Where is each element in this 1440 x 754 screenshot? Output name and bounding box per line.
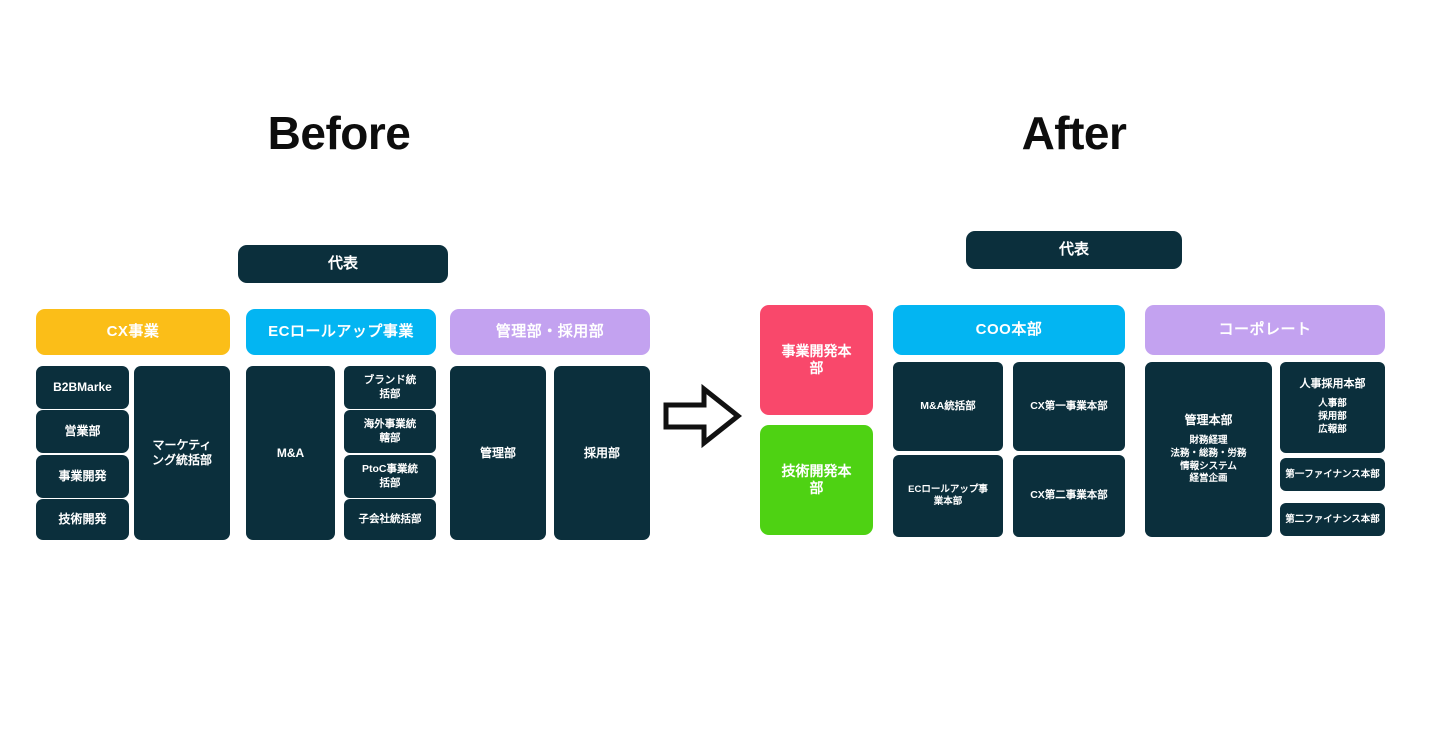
after-corporate-kanri-hq-title: 管理本部 bbox=[1184, 412, 1233, 427]
after-coo-box-cx-first[interactable]: CX第一事業本部 bbox=[1013, 362, 1125, 451]
before-ceo-box[interactable]: 代表 bbox=[238, 245, 448, 283]
after-corporate-hr-hq-items: 人事部 採用部 広報部 bbox=[1318, 398, 1347, 436]
before-division-header-cx[interactable]: CX事業 bbox=[36, 309, 230, 355]
before-ec-leaf-ptoc[interactable]: PtoC事業統括部 bbox=[344, 455, 436, 498]
after-corporate-kanri-item-2: 情報システム bbox=[1180, 460, 1237, 472]
after-coo-box-cx-second[interactable]: CX第二事業本部 bbox=[1013, 455, 1125, 537]
after-corporate-hr-hq-box[interactable]: 人事採用本部 人事部 採用部 広報部 bbox=[1280, 362, 1385, 453]
before-ec-leaf-brand-label: ブランド統括部 bbox=[363, 374, 417, 400]
after-section-title: After bbox=[1021, 107, 1127, 159]
before-division-header-admin[interactable]: 管理部・採用部 bbox=[450, 309, 650, 355]
after-corporate-finance-first-box[interactable]: 第一ファイナンス本部 bbox=[1280, 458, 1385, 491]
before-ec-leaf-overseas-label: 海外事業統轄部 bbox=[363, 418, 417, 444]
after-coo-box-ec-rollup-label: ECロールアップ事業本部 bbox=[908, 484, 988, 507]
before-admin-box-saiyou[interactable]: 採用部 bbox=[554, 366, 650, 540]
before-section-title: Before bbox=[267, 107, 411, 159]
before-ec-leaf-brand[interactable]: ブランド統括部 bbox=[344, 366, 436, 409]
after-standalone-techdev-hq[interactable]: 技術開発本部 bbox=[760, 425, 873, 535]
after-corporate-hr-item-2: 広報部 bbox=[1318, 423, 1347, 435]
after-division-header-coo[interactable]: COO本部 bbox=[893, 305, 1125, 355]
after-corporate-kanri-hq-items: 財務経理 法務・総務・労務 情報システム 経営企画 bbox=[1170, 435, 1246, 486]
after-ceo-box[interactable]: 代表 bbox=[966, 231, 1182, 269]
after-coo-box-ma[interactable]: M&A統括部 bbox=[893, 362, 1003, 451]
before-division-header-ec[interactable]: ECロールアップ事業 bbox=[246, 309, 436, 355]
after-corporate-hr-hq-title: 人事採用本部 bbox=[1299, 378, 1366, 391]
after-corporate-hr-item-1: 採用部 bbox=[1318, 410, 1347, 422]
before-cx-leaf-sales[interactable]: 営業部 bbox=[36, 410, 129, 453]
before-cx-leaf-techdev[interactable]: 技術開発 bbox=[36, 499, 129, 540]
after-corporate-kanri-item-0: 財務経理 bbox=[1189, 434, 1228, 446]
before-cx-leaf-b2bmarke[interactable]: B2BMarke bbox=[36, 366, 129, 409]
after-corporate-finance-second-box[interactable]: 第二ファイナンス本部 bbox=[1280, 503, 1385, 536]
before-cx-leaf-bizdev[interactable]: 事業開発 bbox=[36, 455, 129, 498]
before-admin-box-kanri[interactable]: 管理部 bbox=[450, 366, 546, 540]
after-coo-box-cx-second-label: CX第二事業本部 bbox=[1030, 489, 1108, 502]
before-ec-ma-box[interactable]: M&A bbox=[246, 366, 335, 540]
after-corporate-kanri-hq-box[interactable]: 管理本部 財務経理 法務・総務・労務 情報システム 経営企画 bbox=[1145, 362, 1272, 537]
before-cx-marketing-label: マーケティング統括部 bbox=[152, 438, 213, 467]
before-cx-marketing-box[interactable]: マーケティング統括部 bbox=[134, 366, 230, 540]
after-standalone-techdev-hq-label: 技術開発本部 bbox=[781, 462, 852, 497]
after-division-header-corporate[interactable]: コーポレート bbox=[1145, 305, 1385, 355]
before-ec-leaf-ptoc-label: PtoC事業統括部 bbox=[362, 463, 418, 489]
after-standalone-bizdev-hq-label: 事業開発本部 bbox=[781, 342, 852, 377]
after-coo-box-ec-rollup[interactable]: ECロールアップ事業本部 bbox=[893, 455, 1003, 537]
before-ec-leaf-subsidiary[interactable]: 子会社統括部 bbox=[344, 499, 436, 540]
before-ec-leaf-overseas[interactable]: 海外事業統轄部 bbox=[344, 410, 436, 453]
after-corporate-kanri-item-3: 経営企画 bbox=[1189, 473, 1228, 485]
right-arrow-icon bbox=[663, 383, 743, 449]
after-coo-box-cx-first-label: CX第一事業本部 bbox=[1030, 399, 1108, 412]
after-corporate-hr-item-0: 人事部 bbox=[1318, 398, 1347, 410]
after-corporate-kanri-item-1: 法務・総務・労務 bbox=[1170, 447, 1247, 459]
after-standalone-bizdev-hq[interactable]: 事業開発本部 bbox=[760, 305, 873, 415]
